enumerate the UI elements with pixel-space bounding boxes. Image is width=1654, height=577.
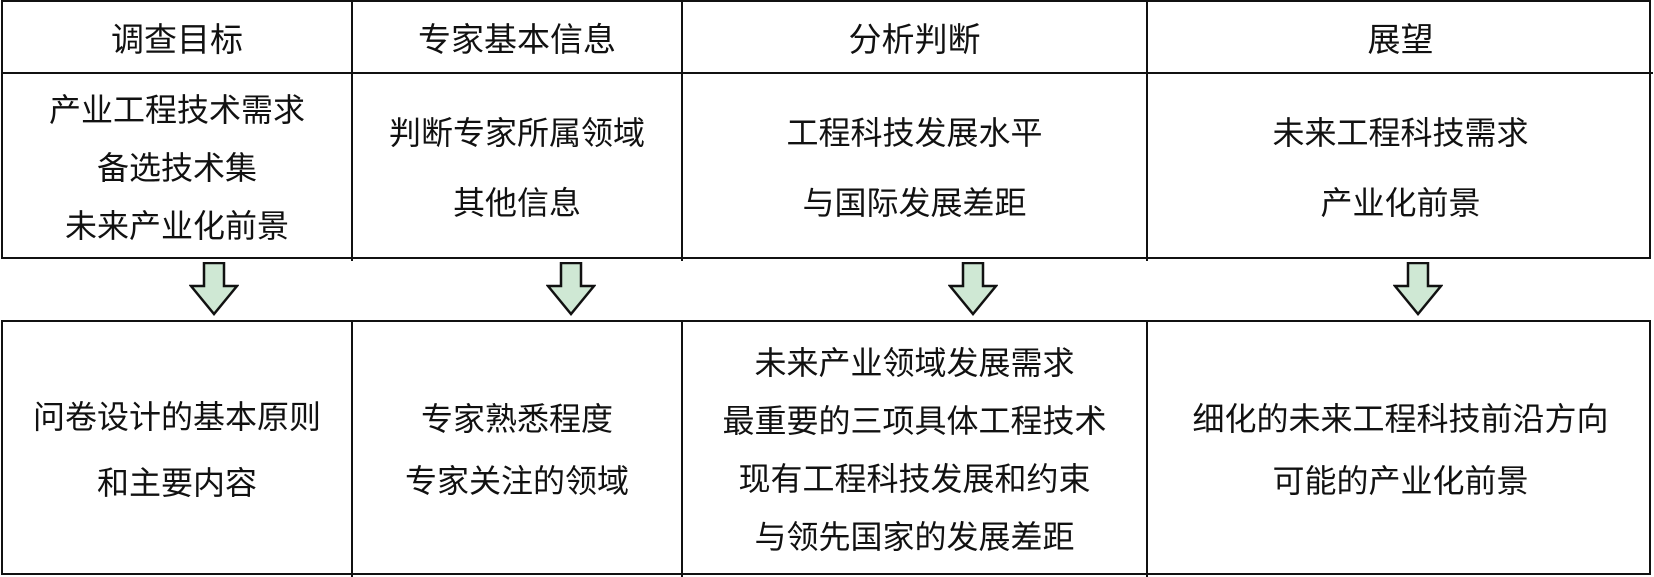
- list-item: 未来产业领域发展需求: [754, 343, 1075, 382]
- list-item: 产业工程技术需求: [48, 90, 305, 129]
- expert-info-items: 判断专家所属领域 其他信息: [353, 74, 683, 261]
- outlook-items: 未来工程科技需求 产业化前景: [1148, 74, 1653, 261]
- down-arrow-icon: [546, 262, 596, 316]
- list-item: 工程科技发展水平: [786, 113, 1043, 152]
- list-item: 其他信息: [452, 183, 581, 222]
- list-item: 现有工程科技发展和约束: [738, 459, 1091, 498]
- list-item: 和主要内容: [96, 463, 257, 502]
- down-arrow-icon: [189, 262, 239, 316]
- questionnaire-design: 问卷设计的基本原则 和主要内容: [3, 322, 353, 577]
- header-survey-goal: 调查目标: [3, 2, 353, 74]
- list-item: 专家熟悉程度: [420, 399, 613, 438]
- list-item: 问卷设计的基本原则: [32, 397, 321, 436]
- list-item: 与领先国家的发展差距: [754, 517, 1075, 556]
- header-expert-info: 专家基本信息: [353, 2, 683, 74]
- list-item: 与国际发展差距: [802, 183, 1027, 222]
- list-item: 备选技术集: [96, 148, 257, 187]
- list-item: 未来产业化前景: [64, 206, 289, 245]
- outlook-details: 细化的未来工程科技前沿方向 可能的产业化前景: [1148, 322, 1653, 577]
- header-outlook: 展望: [1148, 2, 1653, 74]
- analysis-details: 未来产业领域发展需求 最重要的三项具体工程技术 现有工程科技发展和约束 与领先国…: [683, 322, 1148, 577]
- down-arrow-icon: [1393, 262, 1443, 316]
- list-item: 可能的产业化前景: [1272, 461, 1529, 500]
- list-item: 判断专家所属领域: [388, 113, 645, 152]
- header-analysis: 分析判断: [683, 2, 1148, 74]
- expert-familiarity: 专家熟悉程度 专家关注的领域: [353, 322, 683, 577]
- list-item: 未来工程科技需求: [1272, 113, 1529, 152]
- top-table: 调查目标 专家基本信息 分析判断 展望 产业工程技术需求 备选技术集 未来产业化…: [1, 0, 1653, 261]
- analysis-items: 工程科技发展水平 与国际发展差距: [683, 74, 1148, 261]
- survey-goal-items: 产业工程技术需求 备选技术集 未来产业化前景: [3, 74, 353, 261]
- list-item: 最重要的三项具体工程技术: [722, 401, 1107, 440]
- list-item: 细化的未来工程科技前沿方向: [1192, 399, 1609, 438]
- bottom-table: 问卷设计的基本原则 和主要内容 专家熟悉程度 专家关注的领域 未来产业领域发展需…: [1, 320, 1653, 577]
- list-item: 专家关注的领域: [404, 461, 629, 500]
- down-arrow-icon: [948, 262, 998, 316]
- list-item: 产业化前景: [1320, 183, 1481, 222]
